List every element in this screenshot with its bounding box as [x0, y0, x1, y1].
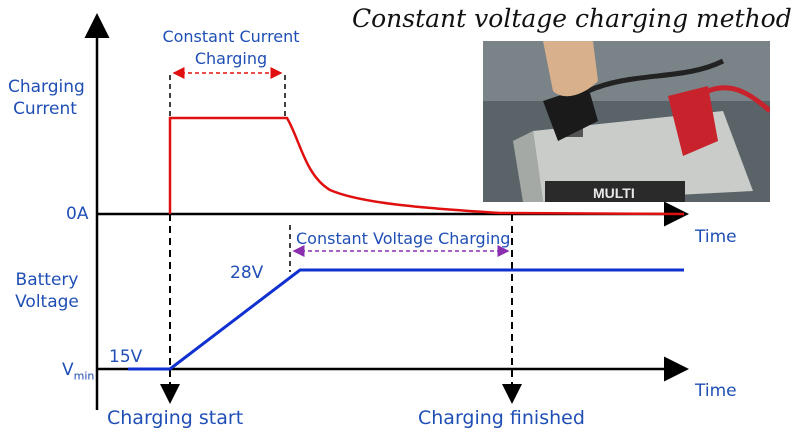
- diagram-title: Constant voltage charging method: [352, 4, 792, 33]
- voltage-curve: [128, 268, 684, 371]
- battery-voltage-text: Battery Voltage: [15, 270, 79, 312]
- charging-start-label: Charging start: [107, 407, 244, 429]
- cc-phase-label: Constant Current Charging: [160, 26, 302, 70]
- v28-label: 28V: [230, 263, 264, 283]
- time-top-label: Time: [695, 227, 737, 247]
- battery-voltage-label: Battery Voltage: [14, 269, 80, 313]
- charging-current-label: Charging Current: [8, 76, 85, 120]
- charging-finished-label: Charging finished: [418, 407, 585, 429]
- cc-phase-text: Constant Current Charging: [162, 27, 300, 68]
- v-min-main: V: [62, 360, 74, 380]
- cv-phase-label: Constant Voltage Charging: [296, 229, 511, 248]
- v-min-sub: min: [73, 369, 95, 383]
- battery-clamp-photo: MULTI: [483, 41, 772, 202]
- time-bottom-label: Time: [695, 381, 737, 401]
- charging-current-text: Charging Current: [8, 77, 85, 119]
- current-curve: [168, 116, 685, 216]
- battery-brand-label: MULTI: [593, 185, 635, 201]
- v15-label: 15V: [109, 347, 143, 367]
- v-min-label: Vmin: [62, 359, 94, 387]
- zero-amp-label: 0A: [66, 204, 89, 224]
- battery-photo-icon: MULTI: [483, 41, 772, 202]
